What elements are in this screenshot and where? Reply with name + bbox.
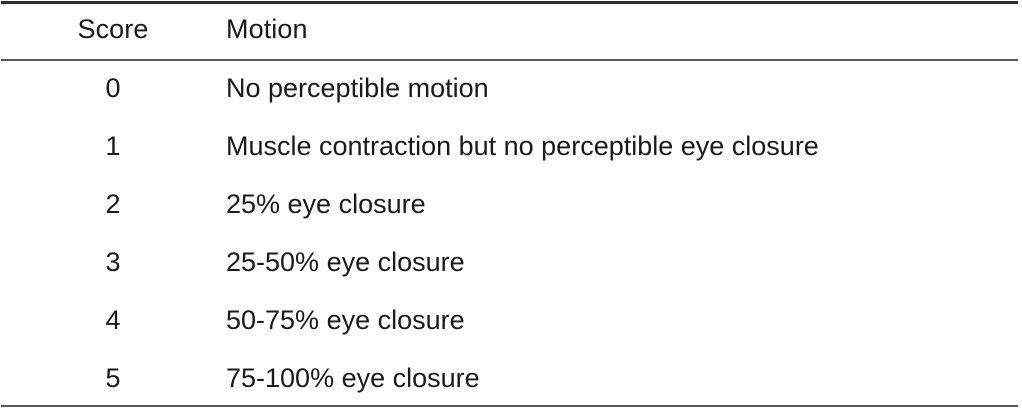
cell-score: 5 (105, 362, 121, 393)
header-row: Score Motion (0, 0, 1022, 59)
cell-motion: 25-50% eye closure (226, 246, 465, 277)
cell-score: 2 (105, 188, 121, 219)
cell-motion: 50-75% eye closure (226, 304, 465, 335)
table-row: 5 75-100% eye closure (0, 349, 1022, 407)
table-row: 4 50-75% eye closure (0, 291, 1022, 349)
table-bottom-rule (1, 405, 1018, 407)
cell-score: 1 (105, 130, 121, 161)
cell-score: 0 (105, 72, 121, 103)
column-header-score: Score (77, 14, 149, 44)
cell-score: 4 (105, 304, 121, 335)
table-row: 1 Muscle contraction but no perceptible … (0, 117, 1022, 175)
cell-motion: 25% eye closure (226, 188, 426, 219)
cell-score: 3 (105, 246, 121, 277)
cell-motion: No perceptible motion (226, 72, 489, 103)
table-row: 2 25% eye closure (0, 175, 1022, 233)
table-body: 0 No perceptible motion 1 Muscle contrac… (0, 59, 1022, 407)
table-top-rule (1, 1, 1018, 4)
table-row: 0 No perceptible motion (0, 59, 1022, 117)
column-header-motion: Motion (226, 14, 308, 44)
table-header-rule (1, 59, 1018, 61)
table-row: 3 25-50% eye closure (0, 233, 1022, 291)
cell-motion: Muscle contraction but no perceptible ey… (226, 130, 819, 161)
cell-motion: 75-100% eye closure (226, 362, 480, 393)
table-header: Score Motion (0, 0, 1022, 59)
